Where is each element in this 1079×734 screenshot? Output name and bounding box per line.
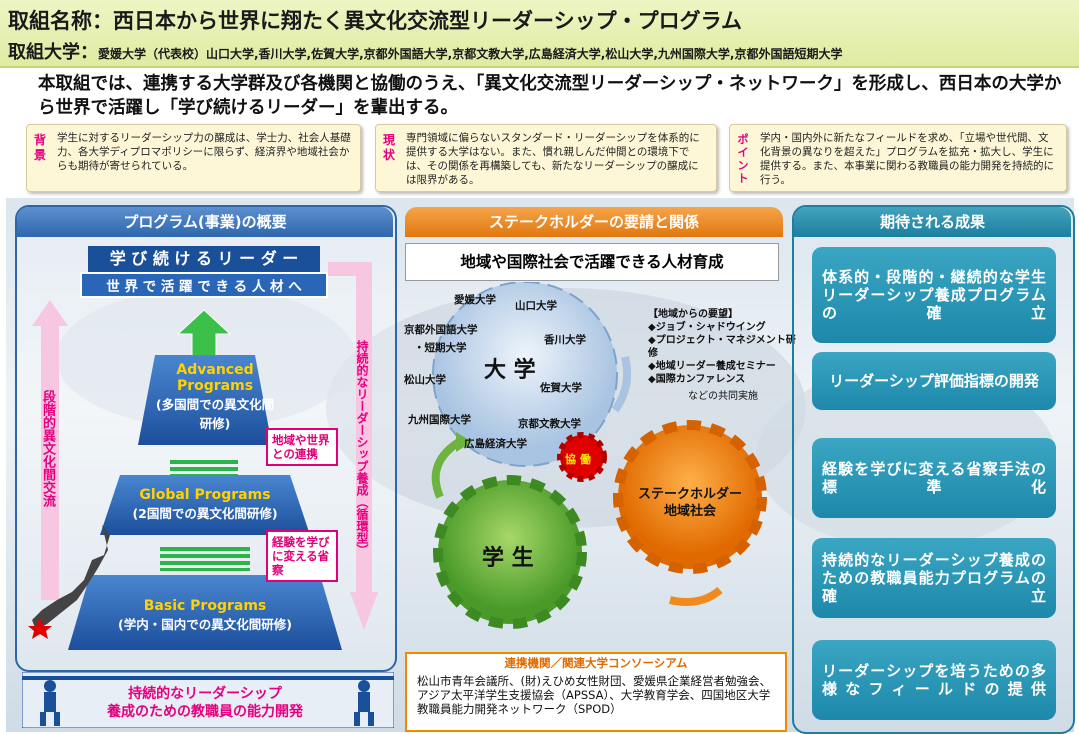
info-text: 学内・国内外に新たなフィールドを求め、「立場や世代間、文化背景の異なりを超えた」… <box>760 132 1054 186</box>
expected-results-panel <box>792 205 1075 734</box>
stakeholder-gear <box>613 420 767 574</box>
university-name: 佐賀大学 <box>540 382 582 394</box>
collaboration-gear <box>557 432 607 482</box>
info-text: 学生に対するリーダーシップ力の醸成は、学士力、社会人基礎力、各大学ディプロマポリ… <box>57 132 351 172</box>
header: 取組名称：西日本から世界に翔たく異文化交流型リーダーシップ・プログラム 取組大学… <box>0 0 1079 68</box>
basic-programs-tier: Basic Programs (学内・国内での異文化間研修) <box>118 598 292 632</box>
program-title: 取組名称：西日本から世界に翔たく異文化交流型リーダーシップ・プログラム <box>8 9 742 33</box>
status-box: 現状 専門領域に偏らないスタンダード・リーダーシップを体系的に提供する大学はない… <box>375 124 717 192</box>
university-name: 山口大学 <box>515 300 557 312</box>
cycle-arrow-green <box>431 436 465 499</box>
gears-diagram <box>431 282 767 629</box>
result-box: 体系的・段階的・継続的な学生リーダーシップ養成プログラムの確立 <box>812 247 1056 343</box>
stakeholder-heading: ステークホルダーの要請と関係 <box>405 207 783 237</box>
japan-map-icon <box>28 525 110 639</box>
pyramid-shape <box>68 355 342 650</box>
regional-requests: 【地域からの要望】 ◆ジョブ・シャドウイング ◆プロジェクト・マネジメント研修 … <box>648 309 796 402</box>
collaboration-label: 協 働 <box>565 453 591 466</box>
consortium-box: 連携機関／関連大学コンソーシアム 松山市青年会議所、(財)えひめ女性財団、愛媛県… <box>405 652 787 732</box>
university-name: 京都外国語大学 <box>404 324 478 336</box>
university-gear <box>432 282 618 467</box>
info-tag: ポイント <box>737 133 749 185</box>
info-tag: 背景 <box>33 133 46 162</box>
university-name: 愛媛大学 <box>454 294 496 306</box>
cycle-arrow-orange <box>669 586 723 606</box>
reflection-callout: 経験を学びに変える省察 <box>266 530 338 582</box>
faculty-development-base <box>22 672 394 728</box>
expected-results-heading: 期待される成果 <box>794 207 1071 237</box>
university-name: 広島経済大学 <box>464 438 527 450</box>
right-arrow-label: 持続的なリーダーシップ養成（循環型） <box>355 340 369 556</box>
university-gear-label: 大 学 <box>484 358 536 383</box>
students-gear-label: 学 生 <box>482 546 534 571</box>
cycle-arrow-shape <box>328 262 378 630</box>
university-name: 九州国際大学 <box>408 414 471 426</box>
talent-development-box: 地域や国際社会で活躍できる人材育成 <box>405 243 779 281</box>
info-text: 専門領域に偏らないスタンダード・リーダーシップを体系的に提供する大学はない。また… <box>406 132 700 186</box>
regional-global-callout: 地域や世界との連携 <box>266 428 338 466</box>
global-talent-subtitle: 世 界 で 活 躍 で き る 人 材 へ <box>80 272 328 298</box>
left-arrow-label: 段階的異文化間交流 <box>40 390 55 507</box>
stakeholder-gear-label: ステークホルダー 地域社会 <box>637 487 742 519</box>
cycle-arrow-blue <box>611 356 631 413</box>
consortium-title: 連携機関／関連大学コンソーシアム <box>407 654 785 672</box>
point-box: ポイント 学内・国内外に新たなフィールドを求め、「立場や世代間、文化背景の異なり… <box>729 124 1067 192</box>
info-tag: 現状 <box>382 133 395 162</box>
university-name: 京都文教大学 <box>518 418 581 430</box>
university-name: 松山大学 <box>404 374 446 386</box>
faculty-development-label: 持続的なリーダーシップ 養成のための教職員の能力開発 <box>107 686 303 720</box>
result-box: 持続的なリーダーシップ養成のための教職員能力プログラムの確立 <box>812 538 1056 618</box>
university-list: 取組大学：愛媛大学（代表校）山口大学,香川大学,佐賀大学,京都外国語大学,京都文… <box>8 42 843 63</box>
university-name: ・短期大学 <box>414 342 467 354</box>
result-box: 経験を学びに変える省察手法の標準化 <box>812 438 1056 518</box>
students-gear <box>433 475 587 629</box>
background-box: 背景 学生に対するリーダーシップ力の醸成は、学士力、社会人基礎力、各大学ディプロ… <box>26 124 361 192</box>
green-stripes <box>160 547 250 571</box>
advanced-programs-tier: Advanced Programs (多国間での異文化間研修) <box>155 362 275 431</box>
global-programs-tier: Global Programs (2国間での異文化間研修) <box>132 487 278 521</box>
university-name: 香川大学 <box>544 334 586 346</box>
left-arrow-shape <box>32 300 68 600</box>
program-overview-heading: プログラム(事業)の概要 <box>17 207 393 237</box>
result-box: リーダーシップ評価指標の開発 <box>812 352 1056 410</box>
consortium-text: 松山市青年会議所、(財)えひめ女性財団、愛媛県企業経営者勉強会、アジア太平洋学生… <box>417 674 771 716</box>
intro-text: 本取組では、連携する大学群及び各機関と協働のうえ、「異文化交流型リーダーシップ・… <box>38 74 1062 118</box>
continuous-learner-title: 学 び 続 け る リ ー ダ ー <box>88 246 320 272</box>
result-box: リーダーシップを培うための多様なフィールドの提供 <box>812 640 1056 720</box>
